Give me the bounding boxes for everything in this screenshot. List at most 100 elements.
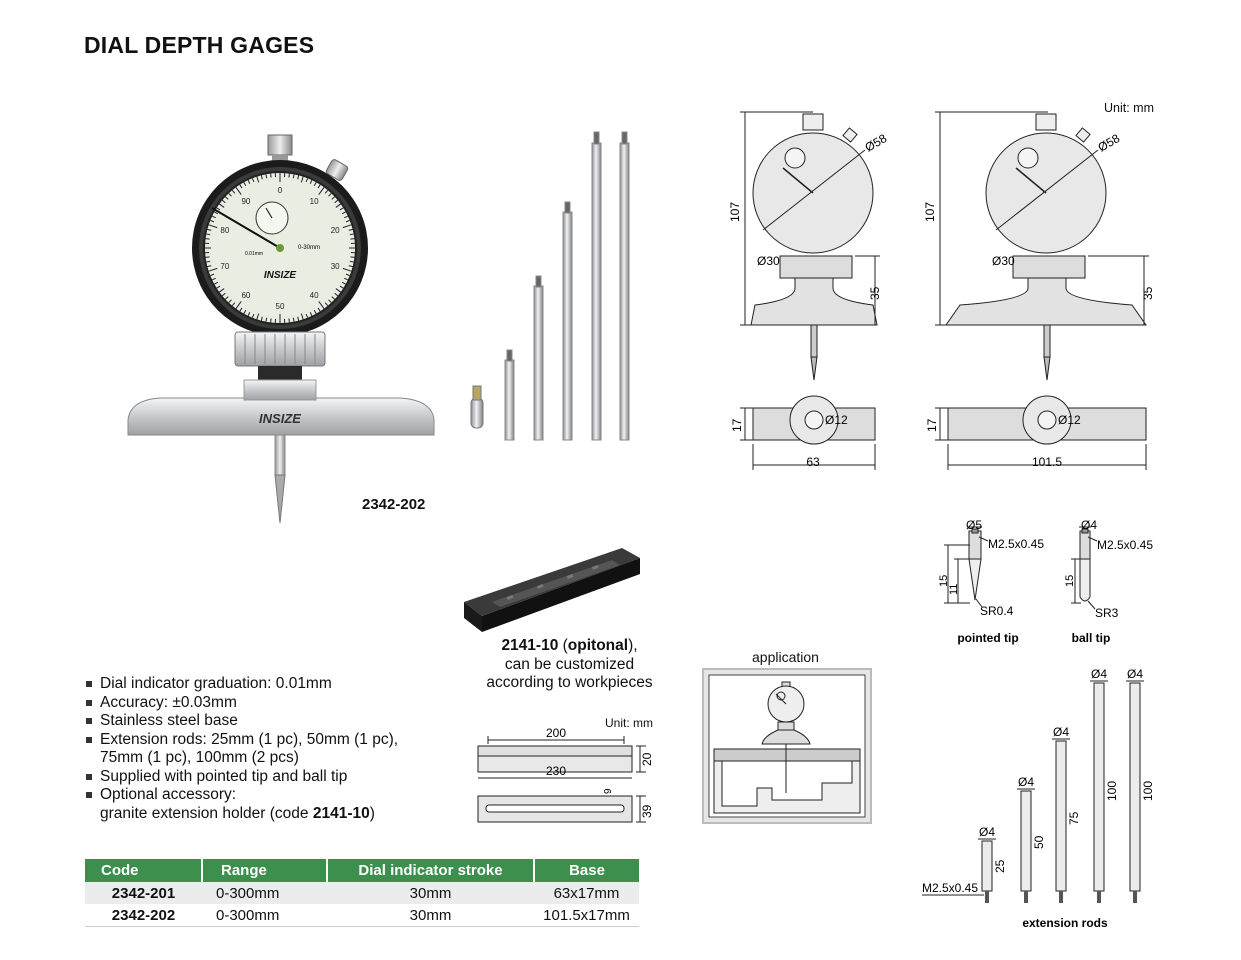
dial-tick xyxy=(206,233,211,236)
dial-tick xyxy=(221,199,226,204)
holder-len-outer: 230 xyxy=(546,764,566,778)
holder-thickness: 20 xyxy=(640,752,654,766)
dial-tick xyxy=(318,187,325,195)
dial-tick xyxy=(348,228,353,231)
holder-width: 39 xyxy=(640,804,654,818)
ball-tip-dia: Ø4 xyxy=(1081,518,1097,532)
dial-tick xyxy=(211,277,216,281)
dial-tick xyxy=(270,173,272,178)
d202-base-h: 35 xyxy=(1141,286,1155,300)
feature-item-continued: 75mm (1 pc), 100mm (2 pcs) xyxy=(100,749,299,766)
granite-holder-photo xyxy=(464,548,640,632)
dial-tick xyxy=(205,238,210,240)
dial-number: 30 xyxy=(331,262,340,271)
pointed-tip-drawing: Ø5 M2.5x0.45 15 11 SR0.4 pointed tip xyxy=(938,518,1044,645)
dial-tick xyxy=(335,203,341,208)
product-code-label: 2342-202 xyxy=(362,496,426,513)
dial-tick xyxy=(256,176,260,183)
accessory-line3: according to workpieces xyxy=(486,674,653,691)
holder-len-inner: 200 xyxy=(546,728,566,740)
dial-tick xyxy=(247,312,251,317)
dial-tick xyxy=(328,299,332,304)
dial-tick xyxy=(243,182,247,187)
dial-tick xyxy=(305,313,309,318)
application-label: application xyxy=(752,649,819,665)
dial-tick xyxy=(335,288,341,293)
dial-tick xyxy=(221,292,226,297)
accessory-optional-word: opitonal xyxy=(567,637,629,654)
dial-tick xyxy=(251,178,255,183)
dial-tick xyxy=(309,312,313,317)
feature-list: Dial indicator graduation: 0.01mm Accura… xyxy=(84,675,398,823)
rod-1-dia: Ø4 xyxy=(979,825,995,839)
dial-tick xyxy=(334,199,339,204)
dial-tick xyxy=(305,178,309,183)
drawing-2342-202: 107 Ø58 Ø30 35 17 Ø12 101.5 2342-202 xyxy=(923,111,1155,470)
pointed-tip-thread: M2.5x0.45 xyxy=(988,537,1044,551)
dial-tick xyxy=(228,192,232,197)
dial-tick xyxy=(260,175,263,180)
dial-number: 10 xyxy=(310,197,319,206)
rod-4-dia: Ø4 xyxy=(1091,667,1107,681)
dial-tick xyxy=(348,265,353,268)
dial-tick xyxy=(208,267,218,272)
table-header-base: Base xyxy=(534,859,639,882)
drawing-2342-201: 107 Ø58 Ø30 35 17 Ø12 63 2342-201 xyxy=(728,111,890,470)
dial-tick xyxy=(345,273,350,277)
dial-tick xyxy=(331,296,336,300)
dial-tick xyxy=(342,267,352,272)
table-header-stroke: Dial indicator stroke xyxy=(327,859,535,882)
rod-3-dia: Ø4 xyxy=(1053,725,1069,739)
holder-slot: 9 xyxy=(603,788,614,794)
accessory-line2: can be customized xyxy=(504,655,635,673)
dial-tick xyxy=(239,307,243,312)
d201-dial-dia: Ø58 xyxy=(863,131,890,155)
dial-tick xyxy=(239,184,243,189)
table-header-code: Code xyxy=(85,859,203,882)
dial-number: 50 xyxy=(276,302,285,311)
dial-tick xyxy=(260,316,263,321)
dial-tick xyxy=(224,296,229,300)
dial-tick xyxy=(251,313,255,318)
dial-tick xyxy=(228,299,232,304)
dial-tick xyxy=(350,256,355,258)
rod-3-len: 75 xyxy=(1067,811,1081,825)
feature-item: Supplied with pointed tip and ball tip xyxy=(84,768,398,787)
dial-tick xyxy=(300,176,304,183)
ball-tip-label: ball tip xyxy=(1072,631,1111,645)
pointed-tip-dia: Ø5 xyxy=(966,518,982,532)
dial-tick xyxy=(300,313,304,320)
rod-2-len: 50 xyxy=(1032,835,1046,849)
pointed-tip-radius: SR0.4 xyxy=(980,604,1014,618)
d202-dial-dia: Ø58 xyxy=(1096,131,1123,155)
dial-number: 40 xyxy=(310,291,319,300)
dial-tick xyxy=(210,273,215,277)
dial-brand-text: INSIZE xyxy=(264,270,297,281)
dial-tick xyxy=(342,224,352,229)
pointed-tip-h1: 15 xyxy=(938,575,950,587)
rod-2-dia: Ø4 xyxy=(1018,775,1034,789)
dial-tick xyxy=(339,285,344,289)
accessory-caption: 2141-10 (opitonal), can be customized ac… xyxy=(462,637,677,693)
dial-tick xyxy=(219,203,225,208)
dial-number: 80 xyxy=(220,226,229,235)
dial-tick xyxy=(339,207,344,211)
dial-tick xyxy=(292,174,295,179)
dial-tick xyxy=(216,207,221,211)
ball-tip-h1: 15 xyxy=(1064,575,1076,587)
accessory-code: 2141-10 xyxy=(501,637,559,654)
dial-tick xyxy=(247,179,251,184)
pointed-tip-h2: 11 xyxy=(948,584,960,595)
dial-tick xyxy=(297,175,300,180)
pointed-tip-label: pointed tip xyxy=(957,631,1018,645)
dial-tick xyxy=(318,301,325,309)
dial-tick xyxy=(265,317,268,322)
dial-number: 20 xyxy=(331,226,340,235)
table-row: 2342-202 0-300mm 30mm 101.5x17mm xyxy=(85,904,639,927)
base-brand-text: INSIZE xyxy=(259,411,301,426)
application-drawing xyxy=(702,668,872,824)
dial-tick xyxy=(235,187,242,195)
dial-tick xyxy=(270,318,272,323)
dial-tick xyxy=(205,256,210,258)
